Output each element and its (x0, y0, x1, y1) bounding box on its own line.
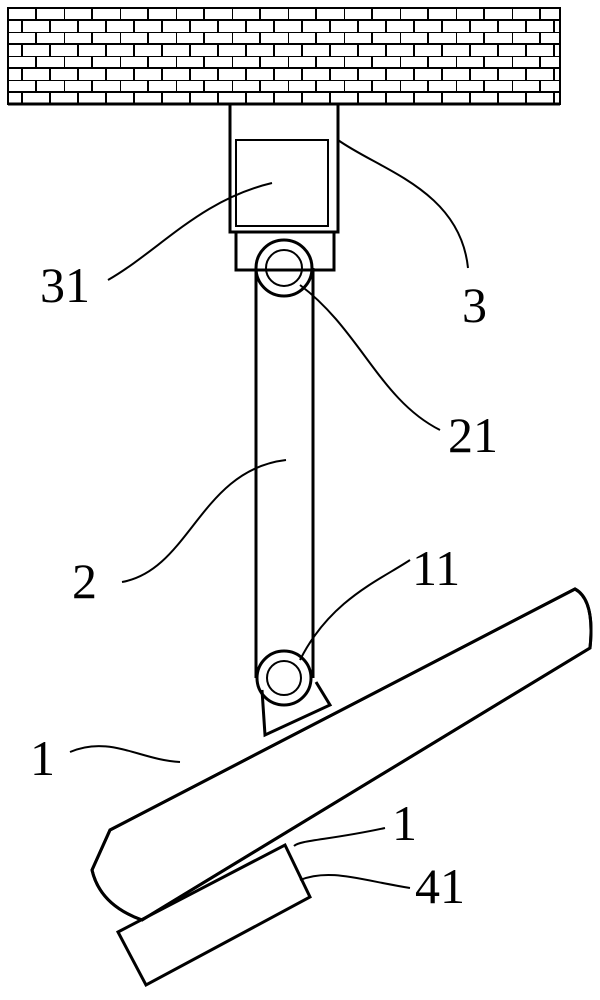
coil-winding (124, 728, 165, 803)
label-21: 21 (448, 407, 498, 463)
coil-winding (391, 590, 431, 665)
coil-winding (552, 509, 590, 582)
lower-pivot (255, 649, 313, 707)
coil-winding (151, 715, 191, 789)
label-11: 11 (412, 540, 460, 596)
label-2: 2 (72, 553, 97, 609)
leader-1b (293, 827, 386, 847)
part-labels: 31 3 21 2 11 1 1 41 (30, 257, 498, 914)
brick-ceiling (7, 7, 561, 106)
leader-3 (337, 139, 469, 269)
label-1-upper: 1 (30, 730, 55, 786)
upper-pivot (254, 238, 314, 298)
coil-winding (497, 589, 538, 610)
leader-41 (299, 873, 411, 889)
hinge-bracket (234, 230, 336, 272)
label-3: 3 (462, 277, 487, 333)
coil-winding (538, 516, 576, 589)
coil-winding (191, 694, 231, 769)
leader-31 (107, 182, 273, 281)
lower-bracket (260, 681, 333, 738)
motor-block (235, 139, 329, 227)
leader-1a (69, 745, 181, 763)
coil-winding (324, 625, 365, 700)
coil-winding (178, 701, 218, 775)
coil-winding (204, 687, 245, 762)
coil-winding (218, 680, 258, 755)
connecting-rod (254, 268, 315, 678)
leader-lines (69, 139, 469, 889)
label-1-lower: 1 (392, 795, 417, 851)
coil-winding (164, 708, 205, 782)
coil-winding (377, 597, 418, 672)
leader-21 (299, 284, 441, 431)
coil-winding (457, 589, 498, 630)
leader-11 (299, 559, 411, 661)
coil-winding (484, 589, 524, 617)
label-31: 31 (40, 257, 90, 313)
leader-2 (121, 459, 287, 583)
coil-winding (98, 742, 138, 817)
coil-winding (510, 589, 551, 603)
coil-winding (92, 756, 112, 831)
coil-windings (92, 509, 590, 831)
coil-winding (337, 618, 378, 693)
coil-winding (92, 749, 125, 824)
coil-winding (364, 604, 405, 679)
coil-winding (524, 589, 564, 596)
coil-winding (311, 632, 351, 706)
coil-winding (351, 611, 391, 686)
mount-housing (228, 102, 340, 272)
label-41: 41 (415, 858, 465, 914)
coil-winding (471, 589, 511, 624)
block-41 (115, 842, 312, 988)
